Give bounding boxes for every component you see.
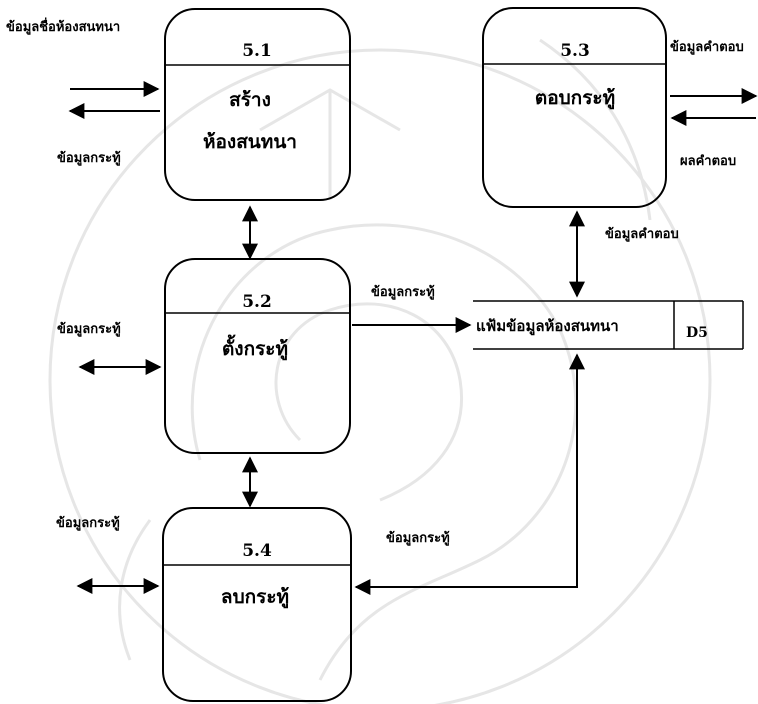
flow-label-answer-to-store: ข้อมูลคำตอบ: [605, 226, 679, 242]
process-5-3-name: ตอบกระทู้: [535, 87, 615, 110]
process-5-4: 5.4 ลบกระทู้: [162, 507, 352, 702]
datastore-d5: แฟ้มข้อมูลห้องสนทนา D5: [473, 300, 744, 350]
flow-answer-result: ผลคำตอบ: [670, 110, 756, 169]
process-5-2-name: ตั้งกระทู้: [222, 334, 288, 361]
process-5-1-name-line-2: ห้องสนทนา: [203, 131, 297, 153]
process-5-2-id: 5.2: [242, 292, 272, 312]
flow-answer-in: ข้อมูลคำตอบ: [670, 39, 758, 104]
datastore-name: แฟ้มข้อมูลห้องสนทนา: [476, 317, 619, 336]
process-5-1-id: 5.1: [242, 41, 272, 61]
flow-label-answer-in: ข้อมูลคำตอบ: [670, 39, 744, 55]
process-5-4-id: 5.4: [242, 541, 272, 561]
flow-topic-to-store: ข้อมูลกระทู้: [352, 284, 472, 333]
flow-topic-out-5-1: ข้อมูลกระทู้: [57, 103, 160, 166]
process-5-2: 5.2 ตั้งกระทู้: [164, 258, 351, 454]
datastore-id: D5: [686, 325, 708, 341]
flow-topic-5-4-left: ข้อมูลกระทู้: [56, 515, 160, 594]
flow-topic-5-2: ข้อมูลกระทู้: [57, 321, 162, 375]
process-5-1: 5.1 สร้าง ห้องสนทนา: [164, 8, 351, 201]
process-5-3: 5.3 ตอบกระทู้: [482, 7, 667, 208]
process-5-1-name-line-1: สร้าง: [229, 89, 271, 111]
flow-label-topic-out-5-1: ข้อมูลกระทู้: [57, 150, 121, 166]
university-seal-watermark: [48, 38, 712, 704]
flow-label-topic-5-2: ข้อมูลกระทู้: [57, 321, 121, 337]
flow-store-to-5-4: ข้อมูลกระทู้: [354, 353, 585, 595]
process-5-3-id: 5.3: [560, 41, 590, 61]
flow-label-answer-result: ผลคำตอบ: [680, 153, 736, 169]
flow-answer-to-store: ข้อมูลคำตอบ: [569, 210, 679, 298]
flow-label-store-to-5-4: ข้อมูลกระทู้: [386, 530, 450, 546]
flow-label-topic-to-store: ข้อมูลกระทู้: [371, 284, 435, 300]
flow-label-room-name-in: ข้อมูลชื่อห้องสนทนา: [6, 17, 120, 35]
flow-label-topic-5-4-left: ข้อมูลกระทู้: [56, 515, 120, 531]
process-5-4-name: ลบกระทู้: [221, 586, 289, 609]
flow-room-name-in: ข้อมูลชื่อห้องสนทนา: [6, 17, 160, 97]
